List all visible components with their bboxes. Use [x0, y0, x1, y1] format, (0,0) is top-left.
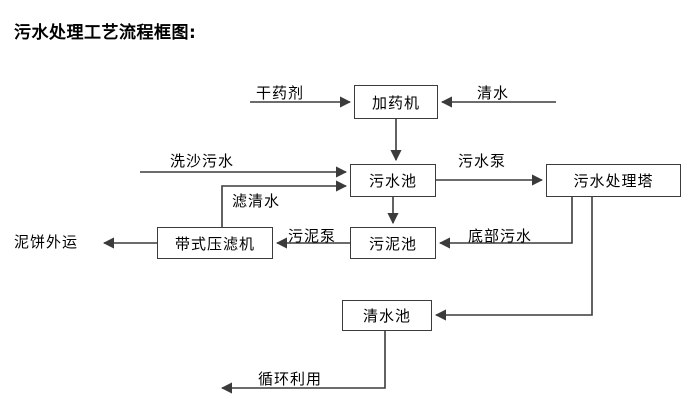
- edge-label-filtered-water: 滤清水: [232, 192, 281, 210]
- edge-label-sewage-pump: 污水泵: [458, 152, 507, 170]
- edge-label-bottom-sewage: 底部污水: [468, 227, 533, 245]
- edge-clearwater-to-recycle: [220, 331, 386, 394]
- edge-label-sludge-pump: 污泥泵: [288, 227, 337, 245]
- edge-label-sand-wash-sewage: 洗沙污水: [170, 152, 235, 170]
- edge-tower-to-sludge: [438, 197, 573, 249]
- node-belt-filter-press[interactable]: 带式压滤机: [157, 227, 273, 259]
- edge-tower-to-clearwater: [434, 197, 593, 321]
- edge-filtered-to-wastewater: [221, 180, 348, 227]
- edge-label-dry-agent: 干药剂: [256, 84, 305, 102]
- node-sludge-pool[interactable]: 污泥池: [350, 227, 436, 259]
- terminal-label-mud-cake-out: 泥饼外运: [14, 233, 79, 251]
- node-label: 清水池: [362, 307, 411, 325]
- node-label: 带式压滤机: [174, 234, 255, 253]
- edge-label-recycle-use: 循环利用: [258, 370, 323, 388]
- page-title: 污水处理工艺流程框图:: [14, 23, 197, 43]
- node-label: 污水处理塔: [573, 172, 654, 190]
- node-label: 污泥池: [368, 234, 417, 253]
- node-dosing-machine[interactable]: 加药机: [354, 85, 438, 119]
- edge-label-clean-water: 清水: [477, 84, 510, 102]
- node-label: 污水池: [368, 172, 417, 190]
- node-treatment-tower[interactable]: 污水处理塔: [546, 164, 681, 197]
- node-label: 加药机: [371, 93, 420, 112]
- node-clear-water-pool[interactable]: 清水池: [342, 300, 432, 331]
- node-wastewater-pool[interactable]: 污水池: [350, 164, 436, 197]
